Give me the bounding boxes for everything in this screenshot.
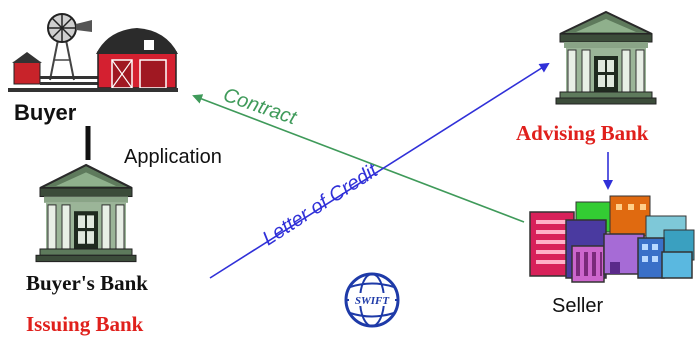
barn-icon xyxy=(96,28,178,89)
windmill-icon xyxy=(47,13,92,81)
factory-buildings-icon xyxy=(529,195,695,283)
buyers-bank-building-icon xyxy=(34,163,138,263)
buyer-farm-icon xyxy=(8,13,178,92)
swift-logo-text: SWIFT xyxy=(355,295,391,307)
letter-of-credit-label: Letter of Credit xyxy=(259,159,383,250)
swift-globe-logo: SWIFT xyxy=(344,272,400,328)
issuing-bank-label: Issuing Bank xyxy=(26,312,144,336)
letter-of-credit-arrow xyxy=(209,62,550,279)
contract-label: Contract xyxy=(220,84,300,130)
buyers-bank-label: Buyer's Bank xyxy=(26,271,148,295)
contract-arrow xyxy=(192,94,525,223)
application-label: Application xyxy=(124,146,222,168)
advising-bank-building-icon xyxy=(555,11,657,105)
advising-bank-label: Advising Bank xyxy=(516,121,649,145)
seller-label: Seller xyxy=(552,295,603,317)
buyer-label: Buyer xyxy=(14,100,77,125)
